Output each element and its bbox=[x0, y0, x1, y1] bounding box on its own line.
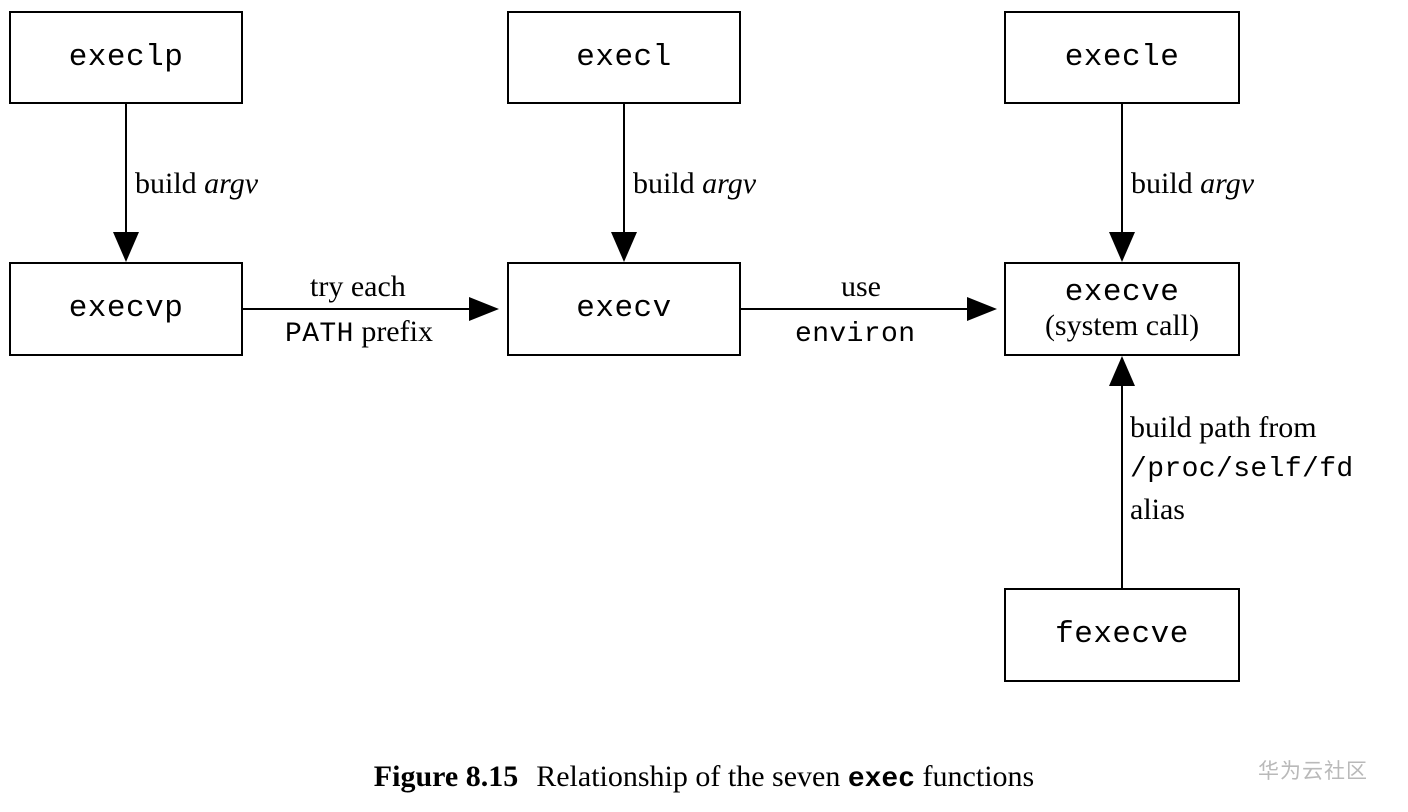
node-execl: execl bbox=[507, 11, 741, 104]
node-execv: execv bbox=[507, 262, 741, 356]
node-execve-sublabel: (system call) bbox=[1044, 308, 1200, 342]
node-execle: execle bbox=[1004, 11, 1240, 104]
edge-execlp-label-argv: argv bbox=[204, 167, 259, 200]
edge-execv-to-execve-label-bottom: environ bbox=[795, 311, 915, 355]
figure-caption-after: functions bbox=[915, 760, 1035, 793]
edge-execle-to-execve-label: build argv bbox=[1131, 163, 1254, 206]
node-execlp-label: execlp bbox=[68, 39, 184, 75]
edge-fexecve-label-line3: alias bbox=[1130, 493, 1185, 527]
edge-execvp-to-execv-label-bottom: PATH prefix bbox=[285, 311, 433, 355]
node-execve-label: execve bbox=[1064, 275, 1180, 311]
figure-caption-mono: exec bbox=[847, 764, 916, 795]
edge-execvp-to-execv-arrowhead-icon bbox=[469, 297, 499, 321]
edge-execl-to-execv-arrowhead-icon bbox=[611, 232, 637, 262]
edge-execvp-label-path-mono: PATH bbox=[285, 319, 354, 350]
edge-execlp-to-execvp-arrowhead-icon bbox=[113, 232, 139, 262]
watermark-text: 华为云社区 bbox=[1258, 759, 1368, 783]
figure-caption: Figure 8.15 Relationship of the seven exe… bbox=[0, 760, 1408, 795]
edge-execv-to-execve-line bbox=[741, 308, 969, 310]
edge-execv-label-line1: use bbox=[841, 270, 881, 303]
node-fexecve: fexecve bbox=[1004, 588, 1240, 682]
node-execve: execve (system call) bbox=[1004, 262, 1240, 356]
edge-execle-to-execve-arrowhead-icon bbox=[1109, 232, 1135, 262]
edge-execl-label-argv: argv bbox=[702, 167, 757, 200]
node-execv-label: execv bbox=[576, 291, 672, 327]
edge-execlp-to-execvp-label: build argv bbox=[135, 163, 258, 206]
edge-execl-to-execv-line bbox=[623, 104, 625, 234]
edge-execl-label-text: build bbox=[633, 167, 703, 200]
edge-execlp-label-text: build bbox=[135, 167, 205, 200]
edge-execvp-to-execv-line bbox=[243, 308, 471, 310]
edge-fexecve-label-line1: build path from bbox=[1130, 411, 1317, 444]
edge-execv-to-execve-label-top: use bbox=[841, 266, 881, 309]
edge-execle-to-execve-line bbox=[1121, 104, 1123, 234]
edge-execl-to-execv-label: build argv bbox=[633, 163, 756, 206]
edge-fexecve-to-execve-label: build path from /proc/self/fd alias bbox=[1130, 407, 1354, 532]
edge-execle-label-argv: argv bbox=[1200, 167, 1255, 200]
edge-execlp-to-execvp-line bbox=[125, 104, 127, 234]
node-execle-label: execle bbox=[1064, 39, 1180, 75]
node-fexecve-label: fexecve bbox=[1055, 617, 1189, 653]
node-execvp-label: execvp bbox=[68, 291, 184, 327]
edge-execle-label-text: build bbox=[1131, 167, 1201, 200]
edge-execvp-label-line1: try each bbox=[310, 270, 406, 303]
edge-execvp-to-execv-label-top: try each bbox=[310, 266, 406, 309]
figure-caption-number: Figure 8.15 bbox=[373, 760, 519, 793]
edge-execv-label-environ-mono: environ bbox=[795, 319, 916, 350]
edge-execvp-label-prefix: prefix bbox=[353, 315, 433, 348]
edge-execv-to-execve-arrowhead-icon bbox=[967, 297, 997, 321]
edge-fexecve-to-execve-arrowhead-icon bbox=[1109, 356, 1135, 386]
edge-fexecve-to-execve-line bbox=[1121, 386, 1123, 588]
node-execlp: execlp bbox=[9, 11, 243, 104]
node-execvp: execvp bbox=[9, 262, 243, 356]
node-execl-label: execl bbox=[576, 39, 672, 75]
figure-caption-before: Relationship of the seven bbox=[536, 760, 848, 793]
edge-fexecve-label-line2-mono: /proc/self/fd bbox=[1130, 453, 1354, 485]
